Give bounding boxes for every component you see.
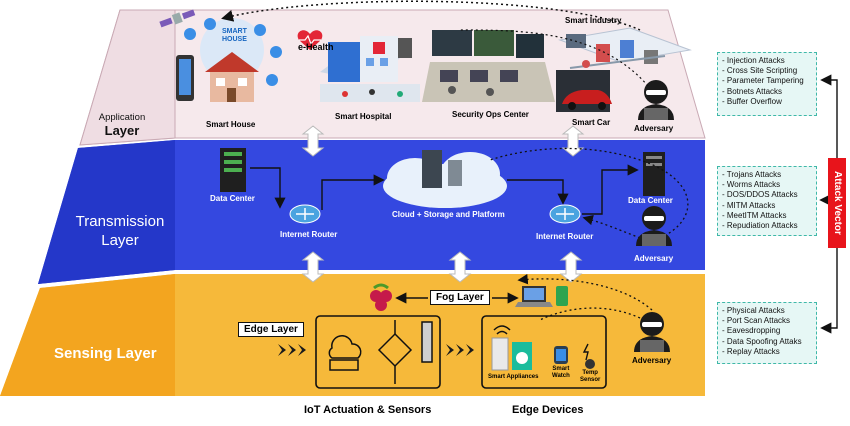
- app-layer-label-line2: Layer: [104, 123, 140, 138]
- fog-layer-label: Fog Layer: [430, 290, 490, 305]
- attack-item: Buffer Overflow: [722, 97, 812, 107]
- security-ops-illustration: [422, 30, 555, 102]
- ehealth-label: e-Health: [298, 42, 334, 52]
- sensing-layer-face: [0, 274, 175, 396]
- data-center-left-label: Data Center: [210, 194, 255, 203]
- sensing-attacks-box: Physical Attacks Port Scan Attacks Eaves…: [717, 302, 817, 364]
- cloud-label: Cloud + Storage and Platform: [392, 210, 505, 219]
- cloud-icon: [383, 150, 507, 208]
- application-attacks-box: Injection Attacks Cross Site Scripting P…: [717, 52, 817, 116]
- link-dc-router-left: [250, 167, 286, 209]
- satellite-icon: [159, 9, 196, 28]
- security-ops-label: Security Ops Center: [452, 110, 529, 119]
- car-illustration: [556, 70, 612, 112]
- smart-house-badge: SMART HOUSE: [222, 28, 247, 44]
- transmission-layer-label-line2: Layer: [101, 232, 139, 249]
- attack-item: Injection Attacks: [722, 56, 812, 66]
- heart-icon: [297, 30, 323, 50]
- router-right-label: Internet Router: [536, 232, 594, 241]
- link-arrow-app-trans-right: [561, 125, 585, 157]
- attack-item: Repudiation Attacks: [722, 221, 812, 231]
- smart-industry-illustration: [558, 27, 692, 69]
- link-arrow-trans-sense-left: [301, 251, 325, 283]
- sensing-layer-label: Sensing Layer: [54, 345, 157, 362]
- smart-house-illustration: [176, 18, 282, 102]
- smart-watch-label: Smart Watch: [552, 366, 570, 380]
- smart-house-badge-line1: SMART: [222, 28, 247, 35]
- edge-chevrons: [278, 344, 474, 356]
- attack-item: Cross Site Scripting: [722, 66, 812, 76]
- smart-appliances-label: Smart Appliances: [488, 374, 539, 380]
- iot-box: [315, 315, 441, 389]
- smart-car-label: Smart Car: [572, 118, 611, 127]
- link-arrow-app-trans-left: [301, 125, 325, 157]
- adversary-sense-label: Adversary: [632, 356, 672, 365]
- iot-caption: IoT Actuation & Sensors: [304, 404, 432, 416]
- sense-attack-path-2: [539, 307, 641, 321]
- attack-item: Trojans Attacks: [722, 170, 812, 180]
- smart-watch-label-line2: Watch: [552, 373, 570, 379]
- link-cloud-router-right: [507, 179, 569, 205]
- router-icon: [289, 204, 321, 224]
- wifi-icon: [493, 325, 511, 335]
- vector-link-app: [820, 74, 838, 158]
- app-layer-label-line1: Application: [98, 112, 146, 123]
- attack-vector-label: Attack Vector: [828, 158, 846, 248]
- link-arrow-trans-sense-mid: [448, 251, 472, 283]
- attack-item: MeetITM Attacks: [722, 211, 812, 221]
- link-router-cloud-left: [321, 174, 385, 210]
- trans-attack-path-2: [582, 214, 641, 239]
- transmission-layer-band: [38, 140, 705, 284]
- hacker-icon-sensing: [634, 312, 670, 352]
- temp-sensor-label-line1: Temp: [582, 370, 598, 376]
- data-center-right-label: Data Center: [628, 196, 673, 205]
- temp-sensor-label: Temp Sensor: [580, 370, 600, 384]
- transmission-layer-face: [38, 140, 175, 284]
- raspberry-pi-icon: [370, 283, 392, 311]
- app-attack-path-inner: [459, 29, 649, 87]
- link-router-dc-right: [582, 164, 639, 215]
- server-icon-right: [643, 152, 665, 196]
- application-layer-face: [79, 9, 176, 146]
- smart-house-label: Smart House: [206, 120, 256, 129]
- attack-item: MITM Attacks: [722, 201, 812, 211]
- attack-item: DOS/DDOS Attacks: [722, 190, 812, 200]
- adversary-trans-label: Adversary: [634, 254, 674, 263]
- app-attack-path: [221, 0, 641, 31]
- smart-hospital-label: Smart Hospital: [335, 112, 392, 121]
- edge-layer-label: Edge Layer: [238, 322, 304, 337]
- hacker-icon: [638, 80, 674, 120]
- attack-item: Physical Attacks: [722, 306, 812, 316]
- attack-item: Eavesdropping: [722, 326, 812, 336]
- link-arrow-trans-sense-right: [559, 251, 583, 283]
- router-icon-right: [549, 204, 581, 224]
- hacker-icon-transmission: [636, 206, 672, 246]
- transmission-layer-label-line1: Transmission: [75, 213, 165, 230]
- transmission-layer-label: Transmission Layer: [56, 212, 184, 250]
- smart-house-badge-line2: HOUSE: [222, 36, 247, 43]
- edge-devices-box: [481, 315, 607, 389]
- app-layer-label: Application Layer: [86, 112, 158, 138]
- transmission-attacks-box: Trojans Attacks Worms Attacks DOS/DDOS A…: [717, 166, 817, 236]
- router-left-label: Internet Router: [280, 230, 338, 239]
- attack-item: Worms Attacks: [722, 180, 812, 190]
- attack-item: Replay Attacks: [722, 347, 812, 357]
- vector-link-sense: [820, 248, 838, 334]
- hospital-illustration: [320, 36, 420, 102]
- adversary-app-label: Adversary: [634, 124, 674, 133]
- temp-sensor-label-line2: Sensor: [580, 377, 601, 383]
- edge-devices-caption: Edge Devices: [512, 404, 584, 416]
- laptop-icon: [515, 286, 568, 307]
- smart-watch-label-line1: Smart: [552, 366, 570, 372]
- smart-industry-label: Smart Industry: [565, 16, 622, 25]
- trans-attack-path: [489, 147, 689, 239]
- attack-item: Botnets Attacks: [722, 87, 812, 97]
- iot-sensor-icons: [328, 320, 433, 384]
- attack-item: Port Scan Attacks: [722, 316, 812, 326]
- attack-item: Data Spoofing Attaks: [722, 337, 812, 347]
- server-icon: [220, 148, 246, 192]
- smart-appliances-icons: [491, 337, 595, 371]
- attack-item: Parameter Tampering: [722, 76, 812, 86]
